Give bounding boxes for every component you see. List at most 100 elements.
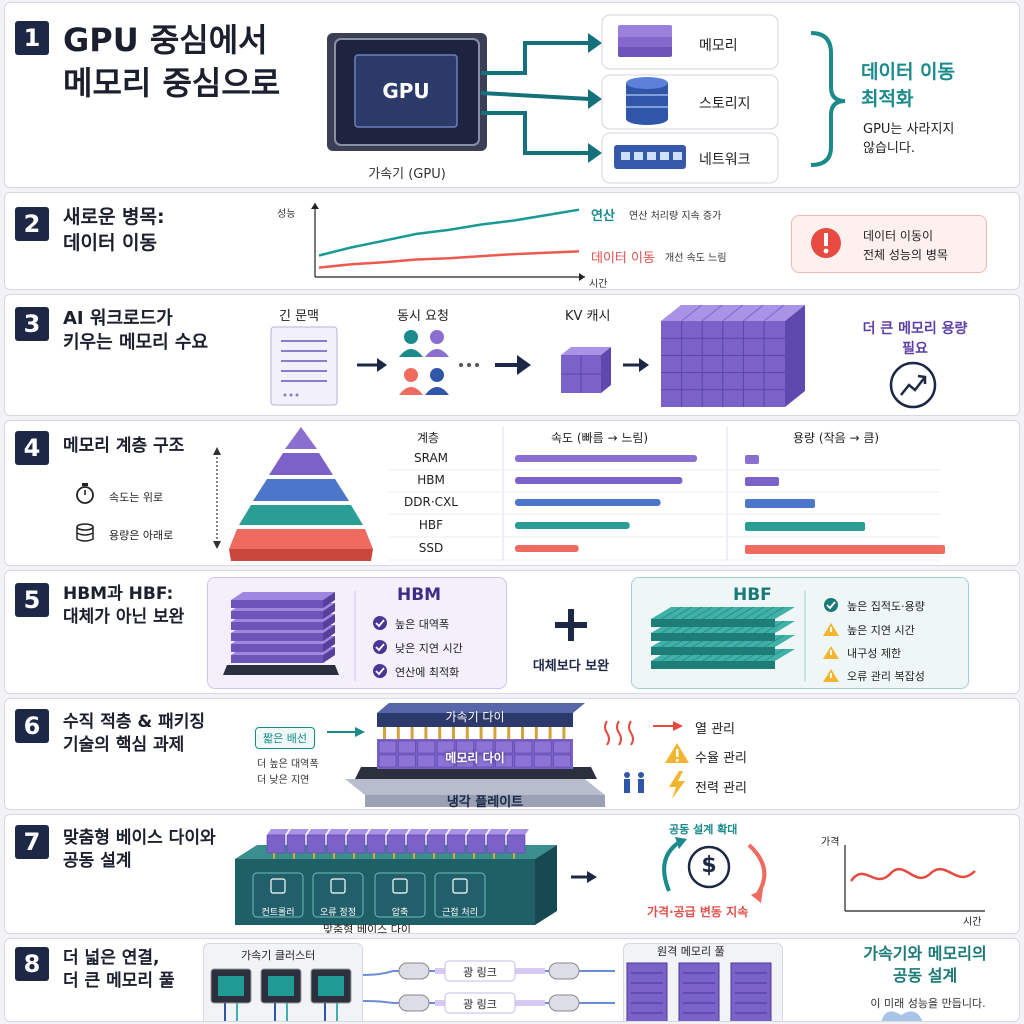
chart-ylabel: 성능 — [277, 209, 296, 220]
lightning-icon — [669, 771, 685, 799]
heat-icon — [604, 720, 634, 746]
cycle-arrow-coral — [747, 843, 767, 897]
price-ylabel: 가격 — [821, 837, 840, 848]
price-line — [849, 867, 976, 882]
hbm-item-1: 높은 대역폭 — [395, 618, 450, 631]
arrow-right-icon — [623, 358, 649, 372]
dollar-icon — [687, 845, 731, 889]
panel-5: 5 HBM과 HBF: 대체가 아닌 보완 HBM 높은 — [4, 570, 1020, 694]
section-title: HBM과 HBF: 대체가 아닌 보완 — [63, 584, 185, 627]
price-xlabel: 시간 — [963, 917, 982, 928]
issue-heat: 열 관리 — [695, 722, 736, 737]
fn-near-processing: 근접 처리 — [442, 908, 478, 918]
y-axis-arrow — [311, 203, 319, 209]
cat-mascot-icon — [881, 1011, 923, 1021]
capacity-bar-SRAM — [745, 455, 759, 464]
section-number: 6 — [15, 709, 49, 743]
transceiver-icons — [398, 962, 580, 1012]
issue-power: 전력 관리 — [695, 781, 747, 796]
panel-2: 2 새로운 병목: 데이터 이동 성능 시간 연산 연산 처리량 지속 증가 데… — [4, 192, 1020, 290]
check-icons-hbm — [373, 616, 387, 678]
label-concurrent: 동시 요청 — [397, 309, 449, 324]
warning-icon-layer — [811, 228, 841, 258]
section-number: 5 — [15, 583, 49, 617]
double-arrow-icon — [213, 447, 221, 549]
hbf-item-3: 내구성 제한 — [847, 647, 902, 660]
series-data-note: 개선 속도 느림 — [665, 253, 727, 264]
stopwatch-icon — [76, 483, 94, 504]
warning-text: 데이터 이동이 전체 성능의 병목 — [863, 229, 948, 262]
section-number: 4 — [15, 431, 49, 465]
fabric-diagram — [210, 960, 923, 1021]
memory-stack-icon — [618, 25, 672, 57]
hbf-item-4: 오류 관리 복잡성 — [847, 670, 925, 683]
performance-chart — [311, 203, 585, 281]
hierarchy-diagram — [76, 427, 945, 561]
capacity-bar-SSD — [745, 545, 945, 554]
hbm-title: HBM — [397, 585, 442, 605]
arrow-right-icon — [357, 358, 387, 372]
section-number: 2 — [15, 207, 49, 241]
section-number: 8 — [15, 947, 49, 981]
panel-3: 3 AI 워크로드가 키우는 메모리 수요 긴 문맥 동시 요청 KV 캐시 — [4, 294, 1020, 416]
section-number: 1 — [15, 21, 49, 55]
optical-link-1: 광 링크 — [463, 966, 497, 979]
stacking-diagram — [327, 703, 689, 807]
trend-up-icon — [889, 361, 937, 409]
tier-name: HBF — [418, 518, 444, 532]
panel-7: 7 맞춤형 베이스 다이와 공동 설계 컨트롤러 오류 정정 압축 근접 처리 … — [4, 814, 1020, 934]
users-icon — [399, 330, 449, 395]
section-number: 3 — [15, 307, 49, 341]
check-icon-hbf — [824, 598, 838, 612]
hbm-hbf-diagram — [223, 591, 839, 682]
database-icon — [76, 523, 94, 542]
label-long-context: 긴 문맥 — [279, 309, 320, 324]
hbf-stack-icon — [651, 606, 795, 669]
target-memory-label: 메모리 — [699, 38, 738, 54]
warning-triangle-icons — [823, 623, 839, 682]
panel-1: 1 GPU 중심에서 메모리 중심으로 — [4, 2, 1020, 188]
series-compute-label: 연산 — [591, 209, 615, 224]
tier-name: SRAM — [413, 451, 449, 465]
large-cube-icon — [661, 304, 805, 407]
section-title: 더 넓은 연결, 더 큰 메모리 풀 — [63, 948, 175, 991]
speed-up-text: 속도는 위로 — [109, 491, 164, 504]
capacity-down-text: 용량은 아래로 — [109, 529, 174, 542]
speed-bar-SRAM — [515, 455, 697, 462]
closing-headline: 가속기와 메모리의 공동 설계 — [863, 944, 987, 986]
cooling-plate-label: 냉각 플레이트 — [446, 795, 524, 810]
section-title: 새로운 병목: 데이터 이동 — [63, 206, 165, 254]
arrow-right-icon — [653, 721, 683, 731]
section-title: 맞춤형 베이스 다이와 공동 설계 — [63, 828, 216, 871]
cluster-label: 가속기 클러스터 — [241, 949, 316, 962]
volatility-label: 가격·공급 변동 지속 — [647, 905, 749, 919]
short-wire-badge: 짧은 배선 — [255, 727, 315, 749]
label-kv-cache: KV 캐시 — [565, 309, 611, 324]
capacity-bar-HBM — [745, 477, 779, 486]
brace-icon — [810, 31, 846, 167]
series-compute-note: 연산 처리량 지속 증가 — [629, 211, 722, 222]
panel-4: 4 메모리 계층 구조 속도는 위로 용량은 — [4, 420, 1020, 566]
hbm-item-2: 낮은 지연 시간 — [395, 642, 463, 655]
network-switch-icon — [614, 145, 686, 169]
warning-triangle-icon — [665, 743, 689, 763]
dollar-sign: $ — [701, 853, 717, 878]
hbm-item-3: 연산에 최적화 — [395, 666, 460, 679]
speed-bar-HBF — [515, 522, 630, 529]
hbm-stack-icon — [223, 592, 339, 675]
panel-8: 8 더 넓은 연결, 더 큰 메모리 풀 가속기 클러스터 광 링크 광 링크 … — [4, 938, 1020, 1022]
benefits-text: 더 높은 대역폭 더 낮은 지연 — [257, 759, 319, 786]
memory-need-text: 더 큰 메모리 용량 필요 — [862, 321, 968, 358]
complement-text: 대체보다 보완 — [532, 659, 610, 674]
section-title: AI 워크로드가 키우는 메모리 수요 — [63, 308, 209, 354]
small-cube-icon — [561, 347, 611, 393]
series-line-1 — [318, 250, 580, 269]
section-title: GPU 중심에서 메모리 중심으로 — [63, 21, 281, 103]
arrow-right-icon — [571, 871, 597, 883]
arrow-right-icon — [327, 727, 365, 737]
arrow-right-icon — [495, 355, 531, 375]
pyramid-icon — [229, 427, 373, 561]
optical-link-2: 광 링크 — [463, 998, 497, 1011]
gpu-diagram — [327, 14, 846, 184]
tier-name: SSD — [418, 541, 444, 555]
